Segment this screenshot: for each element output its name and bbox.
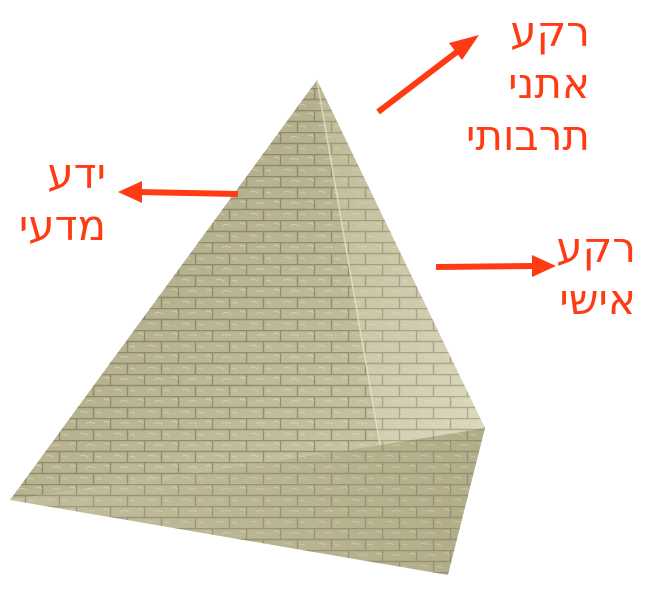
- pyramid-left-face-texture: [10, 80, 380, 500]
- label-line: רקע: [556, 222, 636, 274]
- arrow-ethnic-cultural: [378, 35, 479, 112]
- label-line: אישי: [556, 274, 636, 326]
- label-ethnic-cultural-background: רקע אתני תרבותי: [466, 6, 590, 162]
- arrow-scientific-knowledge: [118, 181, 238, 203]
- label-scientific-knowledge: ידע מדעי: [19, 148, 106, 252]
- label-line: מדעי: [19, 200, 106, 252]
- label-line: תרבותי: [466, 110, 590, 162]
- arrow-personal-background: [436, 255, 556, 277]
- label-line: ידע: [19, 148, 106, 200]
- label-personal-background: רקע אישי: [556, 222, 636, 326]
- label-line: אתני: [466, 58, 590, 110]
- label-line: רקע: [466, 6, 590, 58]
